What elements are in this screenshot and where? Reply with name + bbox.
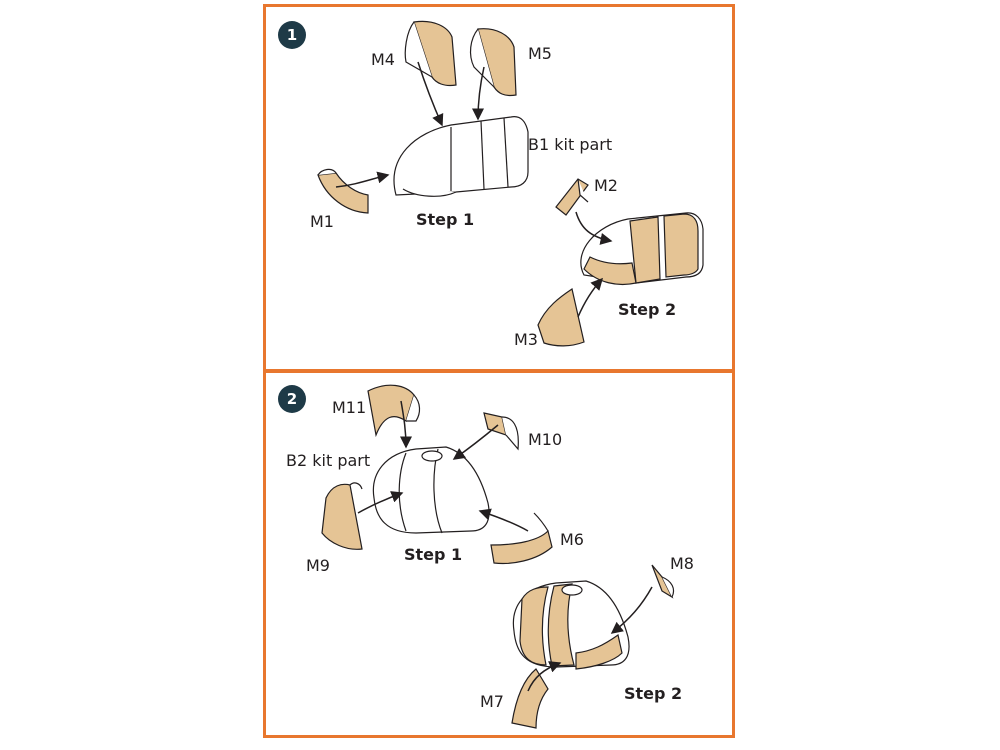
part-label-b2: B2 kit part	[286, 451, 370, 470]
mask-m9	[321, 483, 363, 550]
mask-label-m3: M3	[514, 330, 538, 349]
arrow-m5	[472, 66, 485, 121]
arrow-m6	[478, 508, 529, 532]
arrow-m10	[452, 424, 499, 460]
mask-m5	[477, 28, 517, 97]
step-label-1b: Step 1	[404, 545, 462, 564]
svg-text:1: 1	[287, 26, 297, 44]
mask-label-m6: M6	[560, 530, 584, 549]
mask-m1	[317, 172, 369, 214]
step-label-1a: Step 1	[416, 210, 474, 229]
mask-m10	[483, 412, 507, 436]
mask-label-m8: M8	[670, 554, 694, 573]
arrow-m11	[399, 400, 412, 449]
arrow-m8	[610, 586, 653, 634]
mask-label-m7: M7	[480, 692, 504, 711]
panel-1-drawing: 1 B1 kit part M4 M5 M1 Step 1 M2 M3 Step…	[278, 20, 704, 349]
mask-m3	[537, 288, 585, 347]
mask-m7	[511, 668, 549, 729]
svg-text:2: 2	[287, 390, 297, 408]
arrow-m4	[417, 61, 444, 127]
mask-label-m4: M4	[371, 50, 395, 69]
mask-label-m11: M11	[332, 398, 366, 417]
mask-m11	[367, 384, 415, 438]
mask-label-m5: M5	[528, 44, 552, 63]
mask-m6	[490, 529, 553, 565]
canopy-b2-step2	[512, 580, 630, 670]
panel-2-drawing: 2 B2 kit part M11 M10 M9 M6 Step 1 M8 M7…	[278, 384, 694, 729]
canopy-b2-step1	[372, 446, 490, 534]
mask-label-m10: M10	[528, 430, 562, 449]
part-label-b1: B1 kit part	[528, 135, 612, 154]
arrow-m2	[575, 211, 613, 245]
step-label-2b: Step 2	[624, 684, 682, 703]
panel-2: 2 B2 kit part M11 M10 M9 M6 Step 1 M8 M7…	[263, 370, 735, 738]
mask-label-m2: M2	[594, 176, 618, 195]
canopy-b1-step2	[580, 212, 704, 286]
arrow-m3	[577, 277, 604, 318]
step-badge-2: 2	[278, 385, 306, 413]
mask-m4	[413, 20, 457, 87]
step-badge-1: 1	[278, 21, 306, 49]
arrow-m7	[527, 661, 562, 692]
panel-1: 1 B1 kit part M4 M5 M1 Step 1 M2 M3 Step…	[263, 4, 735, 372]
step-label-2a: Step 2	[618, 300, 676, 319]
arrow-m9	[357, 491, 404, 514]
arrow-m1	[335, 171, 390, 188]
mask-label-m9: M9	[306, 556, 330, 575]
canopy-b1-step1	[393, 116, 529, 197]
mask-label-m1: M1	[310, 212, 334, 231]
